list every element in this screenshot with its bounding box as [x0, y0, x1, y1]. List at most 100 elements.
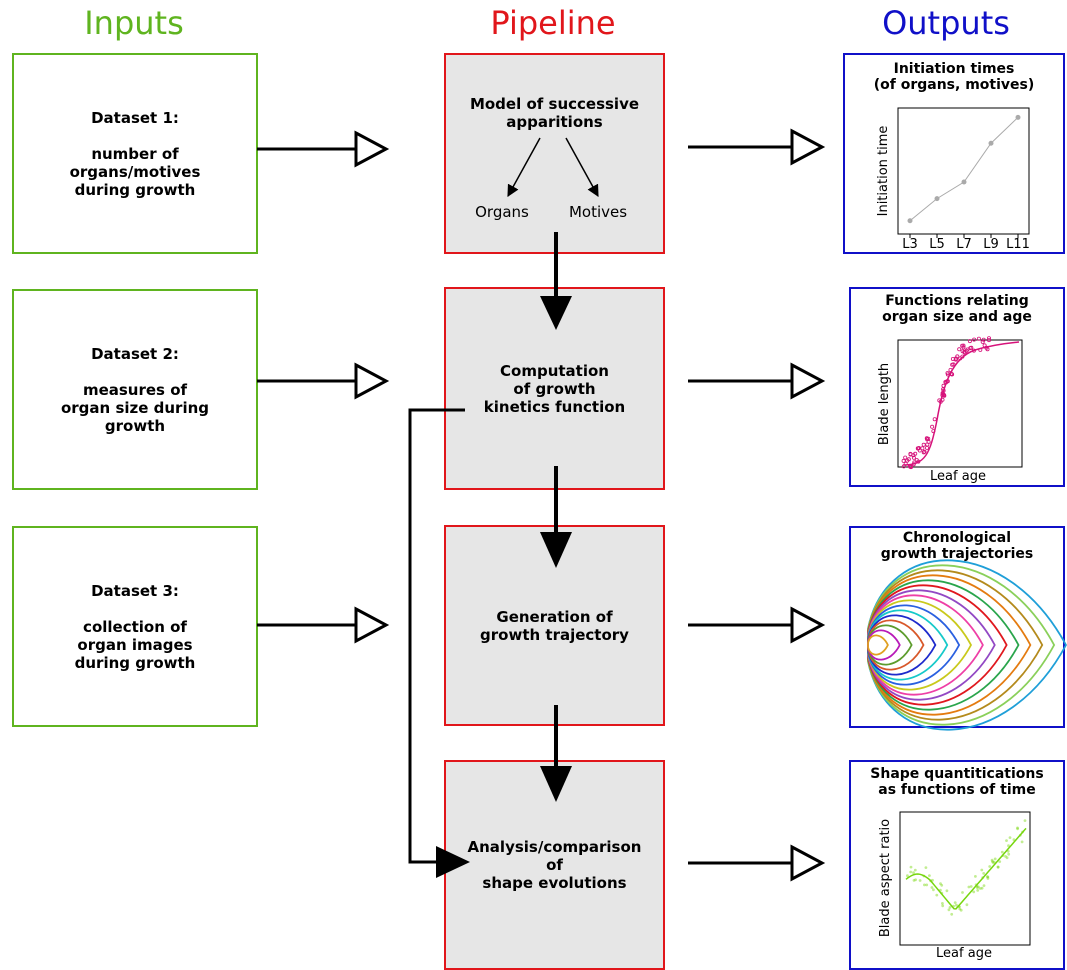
pipeline-line: Analysis/comparison [467, 838, 642, 856]
chart-ylabel: Initiation time [876, 126, 891, 217]
data-point [965, 903, 969, 907]
data-point [1016, 827, 1019, 831]
data-point [986, 877, 990, 880]
data-point [925, 437, 930, 442]
data-point [1020, 840, 1024, 844]
x-tick-label: L7 [956, 237, 972, 252]
trajectory-contour [867, 629, 901, 661]
data-point [986, 875, 989, 879]
pipeline-line: kinetics function [483, 397, 626, 416]
data-point [932, 417, 937, 422]
data-point [930, 886, 934, 889]
x-tick-label: L9 [983, 237, 999, 252]
data-point [988, 865, 992, 868]
data-point [930, 424, 935, 429]
data-point [991, 860, 994, 863]
data-point [955, 354, 960, 359]
data-point [980, 868, 984, 872]
data-point [921, 450, 926, 455]
chart-aspect-ratio: Blade aspect ratio Leaf age [878, 811, 1031, 960]
data-point [945, 889, 949, 893]
data-point [982, 872, 986, 875]
dataset-line: growth [104, 416, 166, 435]
data-point [958, 907, 962, 911]
data-point [909, 865, 913, 869]
data-point [972, 337, 977, 342]
fitted-curve [902, 341, 1020, 466]
dataset-title: Dataset 3: [91, 581, 179, 600]
input-dataset-2: Dataset 2: measures of organ size during… [12, 289, 258, 490]
data-point [965, 347, 970, 352]
data-point [915, 446, 920, 451]
data-point [1015, 114, 1021, 120]
data-point [950, 912, 954, 916]
arrow-input-2 [257, 362, 390, 400]
data-point [903, 455, 908, 460]
data-point [1000, 850, 1004, 854]
data-point [991, 861, 995, 864]
data-point [969, 885, 973, 888]
output-title-line: organ size and age [882, 309, 1032, 325]
trajectory-contour [867, 624, 913, 666]
chart-xlabel: Leaf age [930, 469, 986, 484]
pipeline-line: shape evolutions [482, 874, 627, 892]
data-point [934, 196, 940, 202]
trajectory-contour [867, 559, 1067, 731]
series-line [905, 827, 1027, 910]
dataset-line: number of [91, 144, 179, 163]
data-point [974, 875, 977, 878]
series-line [909, 117, 1019, 222]
data-point [986, 875, 990, 879]
data-point [948, 906, 952, 909]
output-initiation-times: Initiation times (of organs, motives) [843, 53, 1065, 254]
data-point [950, 362, 955, 367]
data-point [1005, 856, 1009, 860]
inputs-header: Inputs [84, 4, 184, 42]
data-point [941, 902, 944, 905]
data-point [1016, 826, 1019, 830]
data-point [996, 865, 1000, 869]
output-title-line: as functions of time [878, 782, 1036, 798]
data-point [913, 451, 918, 456]
data-point [941, 904, 945, 908]
arrow-output-1 [688, 128, 826, 166]
data-point [945, 371, 950, 376]
data-point [914, 458, 919, 463]
data-point [940, 883, 944, 887]
data-point [961, 891, 964, 894]
arrow-kinetics-to-analysis [408, 408, 470, 878]
data-point [1007, 852, 1011, 856]
data-point [1007, 844, 1010, 848]
data-point [955, 903, 958, 907]
data-point [976, 336, 981, 341]
pipeline-line: Model of successive [469, 95, 640, 113]
pipeline-line: growth trajectory [480, 625, 629, 644]
data-point [906, 874, 909, 878]
data-point [1004, 855, 1007, 858]
arrow-input-1 [257, 130, 390, 168]
arrow-output-4 [688, 844, 826, 882]
trajectory-contour [867, 614, 937, 676]
data-point [917, 448, 922, 453]
data-point [987, 338, 992, 343]
chart-ylabel: Blade length [877, 363, 892, 445]
data-point [907, 218, 913, 224]
branch-label-organs: Organs [475, 203, 529, 221]
data-point [967, 885, 971, 889]
data-point [924, 866, 928, 869]
output-title-line: Initiation times [893, 61, 1015, 77]
trajectory-contour [867, 604, 961, 686]
pipeline-line: apparitions [506, 113, 603, 131]
data-point [953, 901, 957, 904]
data-point [961, 343, 966, 348]
input-dataset-3: Dataset 3: collection of organ images du… [12, 526, 258, 727]
data-point [1008, 836, 1012, 839]
data-point [972, 890, 976, 894]
dataset-line: during growth [74, 653, 196, 672]
trajectory-contour [867, 634, 889, 656]
trajectory-contour [867, 599, 973, 691]
trajectory-contour [867, 569, 1044, 721]
data-point [993, 857, 997, 861]
data-point [939, 882, 942, 885]
data-point [914, 878, 917, 882]
